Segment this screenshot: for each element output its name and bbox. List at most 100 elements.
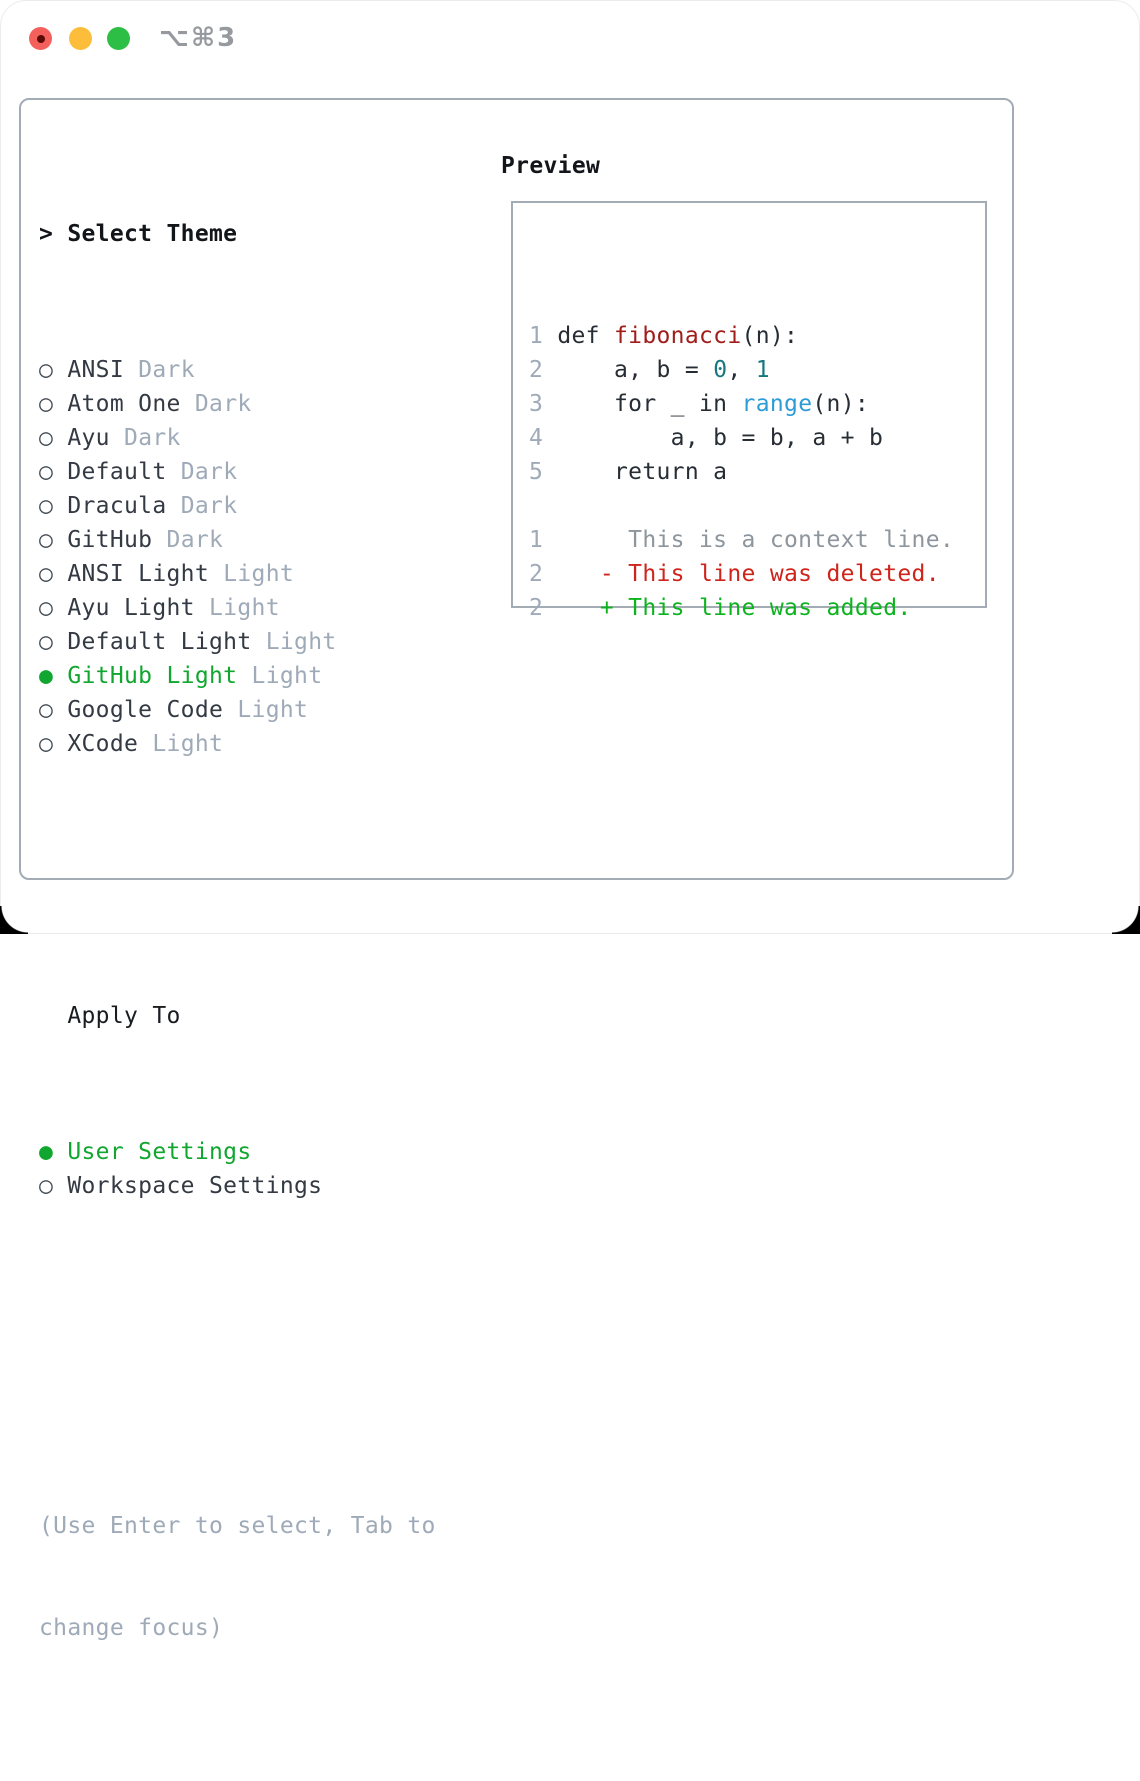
close-button[interactable] [29, 27, 52, 50]
line-number: 2 [529, 595, 544, 621]
theme-variant: Light [223, 561, 295, 587]
code-line: 5 return a [529, 455, 985, 489]
theme-name: Ayu Light [67, 595, 195, 621]
radio-unselected-icon: ○ [39, 629, 54, 655]
apply-to-label: Apply To [67, 1003, 181, 1029]
code-line: 1 def fibonacci(n): [529, 319, 985, 353]
theme-name: Google Code [67, 697, 224, 723]
theme-selector-panel: > Select Theme ○ ANSI Dark○ Atom One Dar… [19, 98, 1014, 1641]
code-segment: 0 [713, 357, 728, 383]
radio-unselected-icon: ○ [39, 391, 54, 417]
radio-unselected-icon: ○ [39, 493, 54, 519]
theme-name: GitHub Light [67, 663, 238, 689]
code-segment: This is a context line. [557, 527, 955, 553]
radio-unselected-icon: ○ [39, 595, 54, 621]
code-line: 2 a, b = 0, 1 [529, 353, 985, 387]
usage-hint: (Use Enter to select, Tab to change focu… [39, 1441, 436, 1713]
code-segment: for _ in [557, 391, 742, 417]
theme-name: ANSI Light [67, 561, 210, 587]
radio-selected-icon: ● [39, 663, 54, 689]
theme-name: GitHub [67, 527, 153, 553]
apply-option-label: User Settings [67, 1139, 252, 1165]
code-segment: range [741, 391, 813, 417]
code-line: 1 This is a context line. [529, 523, 985, 557]
apply-options-list: ● User Settings○ Workspace Settings [39, 1135, 436, 1203]
theme-option-ansi[interactable]: ○ ANSI Dark [39, 353, 436, 387]
radio-unselected-icon: ○ [39, 561, 54, 587]
code-line [529, 489, 985, 523]
apply-to-header: Apply To [39, 999, 436, 1033]
radio-selected-icon: ● [39, 1139, 54, 1165]
theme-variant: Dark [166, 527, 224, 553]
theme-variant: Light [237, 697, 309, 723]
line-number: 2 [529, 561, 544, 587]
theme-list-column: > Select Theme ○ ANSI Dark○ Atom One Dar… [39, 149, 436, 1781]
theme-option-github-light[interactable]: ● GitHub Light Light [39, 659, 436, 693]
app-window: ⌥⌘3 > Select Theme ○ ANSI Dark○ Atom One… [0, 0, 1140, 1641]
theme-option-ayu[interactable]: ○ Ayu Dark [39, 421, 436, 455]
theme-variant: Dark [124, 425, 181, 451]
spacer [39, 1305, 436, 1339]
theme-variant: Dark [180, 493, 238, 519]
line-number: 1 [529, 527, 544, 553]
code-segment: , [727, 357, 756, 383]
theme-variant: Light [152, 731, 224, 757]
theme-name: Default [67, 459, 167, 485]
code-segment: def [557, 323, 615, 349]
usage-hint-line-2: change focus) [39, 1615, 224, 1641]
theme-variant: Light [209, 595, 280, 621]
theme-name: XCode [67, 731, 139, 757]
card-corner-bottom-right [1112, 906, 1140, 934]
theme-option-ayu-light[interactable]: ○ Ayu Light Light [39, 591, 436, 625]
theme-name: Dracula [67, 493, 167, 519]
apply-option-label: Workspace Settings [67, 1173, 323, 1199]
theme-name: ANSI [67, 357, 125, 383]
theme-variant: Light [251, 663, 323, 689]
select-theme-label: Select Theme [67, 221, 238, 247]
theme-name: Ayu [67, 425, 110, 451]
zoom-button[interactable] [107, 27, 130, 50]
radio-unselected-icon: ○ [39, 731, 54, 757]
code-segment: return a [557, 459, 728, 485]
prompt-caret-icon: > [39, 221, 54, 247]
radio-unselected-icon: ○ [39, 527, 54, 553]
radio-unselected-icon: ○ [39, 1173, 54, 1199]
line-number: 2 [529, 357, 544, 383]
radio-unselected-icon: ○ [39, 459, 54, 485]
theme-options-list: ○ ANSI Dark○ Atom One Dark○ Ayu Dark○ De… [39, 353, 436, 761]
theme-variant: Dark [138, 357, 195, 383]
line-number: 5 [529, 459, 544, 485]
radio-unselected-icon: ○ [39, 697, 54, 723]
theme-option-ansi-light[interactable]: ○ ANSI Light Light [39, 557, 436, 591]
theme-option-github[interactable]: ○ GitHub Dark [39, 523, 436, 557]
theme-name: Default Light [67, 629, 252, 655]
theme-option-xcode[interactable]: ○ XCode Light [39, 727, 436, 761]
card-corner-bottom-left [0, 906, 28, 934]
select-theme-header: > Select Theme [39, 217, 436, 251]
line-number: 3 [529, 391, 544, 417]
line-number [529, 493, 543, 519]
code-segment: + This line was added. [557, 595, 912, 621]
code-segment: a, b = [557, 357, 714, 383]
minimize-button[interactable] [69, 27, 92, 50]
theme-option-dracula[interactable]: ○ Dracula Dark [39, 489, 436, 523]
apply-option-user-settings[interactable]: ● User Settings [39, 1135, 436, 1169]
spacer [39, 863, 436, 897]
theme-option-google-code[interactable]: ○ Google Code Light [39, 693, 436, 727]
line-number: 1 [529, 323, 544, 349]
theme-option-atom-one[interactable]: ○ Atom One Dark [39, 387, 436, 421]
code-line: 3 for _ in range(n): [529, 387, 985, 421]
apply-option-workspace-settings[interactable]: ○ Workspace Settings [39, 1169, 436, 1203]
theme-option-default-light[interactable]: ○ Default Light Light [39, 625, 436, 659]
usage-hint-line-1: (Use Enter to select, Tab to [39, 1513, 436, 1539]
theme-option-default[interactable]: ○ Default Dark [39, 455, 436, 489]
theme-variant: Dark [180, 459, 238, 485]
code-segment: 1 [755, 357, 770, 383]
code-segment: (n): [741, 323, 799, 349]
theme-variant: Light [265, 629, 337, 655]
window-title: ⌥⌘3 [159, 23, 238, 53]
code-line: 4 a, b = b, a + b [529, 421, 985, 455]
radio-unselected-icon: ○ [39, 357, 54, 383]
